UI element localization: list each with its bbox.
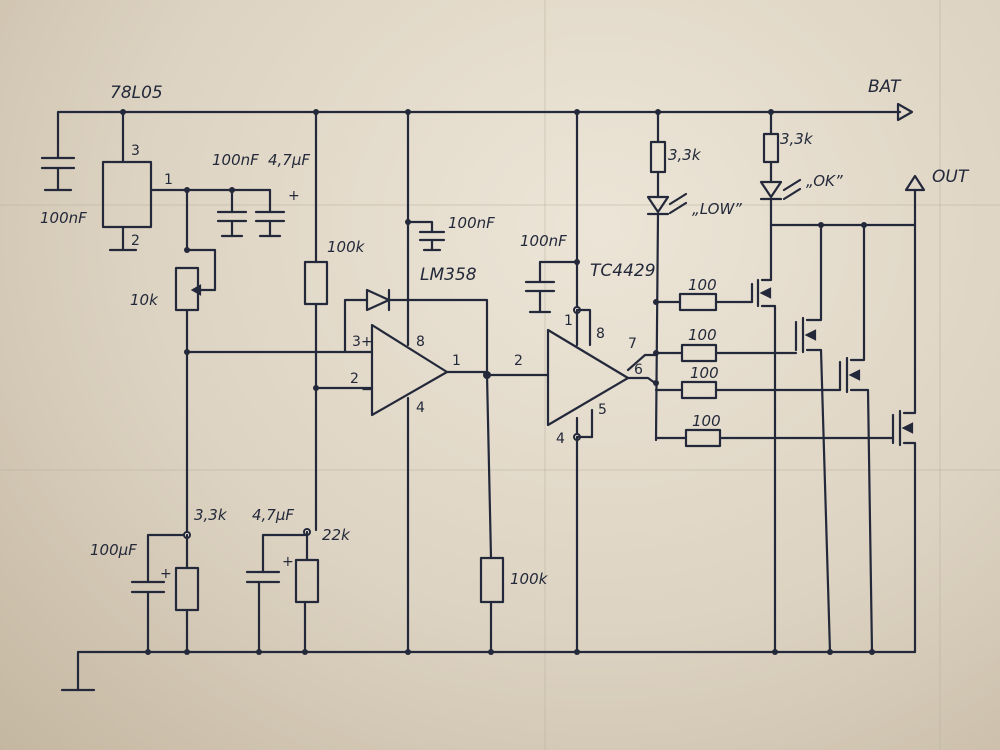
reg-pin-in: 3	[131, 143, 140, 159]
resistor-bottom-1	[174, 533, 200, 654]
mosfet-4	[891, 223, 917, 654]
capacitor-driver	[524, 260, 579, 314]
resistor-divider-top	[303, 110, 329, 532]
drv-pin-4: 4	[556, 431, 565, 447]
r-gate2-label: 100	[688, 326, 717, 344]
c-driver-label: 100nF	[520, 232, 567, 250]
driver-label: TC4429	[590, 261, 656, 281]
cap-plus-1: +	[288, 188, 300, 204]
led-low-branch	[646, 110, 688, 442]
op-pin-plus: 3	[352, 334, 361, 350]
r-out-pd-label: 100k	[510, 570, 549, 588]
capacitor-reg-out-2	[254, 188, 286, 238]
drv-pin-6: 6	[634, 362, 643, 378]
op-pin-minus: 2	[350, 371, 359, 387]
resistor-gate-2	[654, 343, 778, 363]
r-gate1-label: 100	[688, 276, 717, 294]
cap-plus-2: +	[160, 566, 172, 582]
capacitor-bottom-2	[245, 533, 307, 654]
c-reg-out2-label: 4,7μF	[268, 151, 310, 169]
op-pin-vcc: 8	[416, 334, 425, 350]
driver-tc4429	[546, 110, 657, 654]
drv-pin-5: 5	[598, 402, 607, 418]
pot-label: 10k	[130, 291, 159, 309]
led-ok-label: „OK”	[806, 172, 843, 190]
feedback-diode	[343, 288, 489, 374]
resistor-gate-3	[654, 380, 842, 400]
mosfet-1	[750, 223, 777, 654]
c-reg-in-label: 100nF	[40, 209, 87, 227]
capacitor-bottom-1	[130, 533, 189, 654]
r-led-ok-label: 3,3k	[780, 130, 814, 148]
c-bottom2-label: 4,7μF	[252, 506, 294, 524]
c-bottom1-label: 100μF	[90, 541, 137, 559]
c-reg-out1-label: 100nF	[212, 151, 259, 169]
gnd-rail	[60, 649, 917, 692]
resistor-bottom-2	[294, 530, 320, 654]
op-minus-sign: −	[361, 382, 373, 398]
op-pin-gnd: 4	[416, 400, 425, 416]
regulator-78l05	[101, 110, 272, 252]
r-gate3-label: 100	[690, 364, 719, 382]
c-opamp-label: 100nF	[448, 214, 495, 232]
drv-pin-in: 2	[514, 353, 523, 369]
r-bottom1-label: 3,3k	[194, 506, 228, 524]
cap-plus-3: +	[282, 554, 294, 570]
resistor-gate-1	[654, 292, 754, 312]
r-bottom2-label: 22k	[322, 526, 351, 544]
op-plus-sign: +	[361, 334, 373, 350]
mosfet-3	[838, 223, 874, 654]
drv-pin-1: 1	[564, 313, 573, 329]
out-label: OUT	[932, 167, 970, 187]
r-gate4-label: 100	[692, 412, 721, 430]
mosfet-2	[774, 223, 832, 654]
drv-pin-7: 7	[628, 336, 637, 352]
drv-pin-8: 8	[596, 326, 605, 342]
resistor-out-pulldown	[479, 373, 505, 654]
regulator-label: 78L05	[110, 83, 163, 103]
capacitor-opamp	[406, 220, 446, 252]
opamp-label: LM358	[420, 265, 477, 285]
led-ok-branch	[759, 110, 802, 227]
bat-label: BAT	[868, 77, 902, 97]
reg-pin-out: 1	[164, 172, 173, 188]
r-led-low-label: 3,3k	[668, 146, 702, 164]
reg-pin-gnd: 2	[131, 233, 140, 249]
opamp-lm358	[370, 110, 491, 654]
potentiometer-10k	[174, 188, 217, 537]
op-pin-out: 1	[452, 353, 461, 369]
led-low-label: „LOW”	[692, 200, 742, 218]
capacitor-reg-in	[40, 133, 76, 192]
resistor-gate-4	[654, 428, 895, 448]
capacitor-reg-out-1	[216, 188, 248, 238]
r-div-top-label: 100k	[327, 238, 366, 256]
